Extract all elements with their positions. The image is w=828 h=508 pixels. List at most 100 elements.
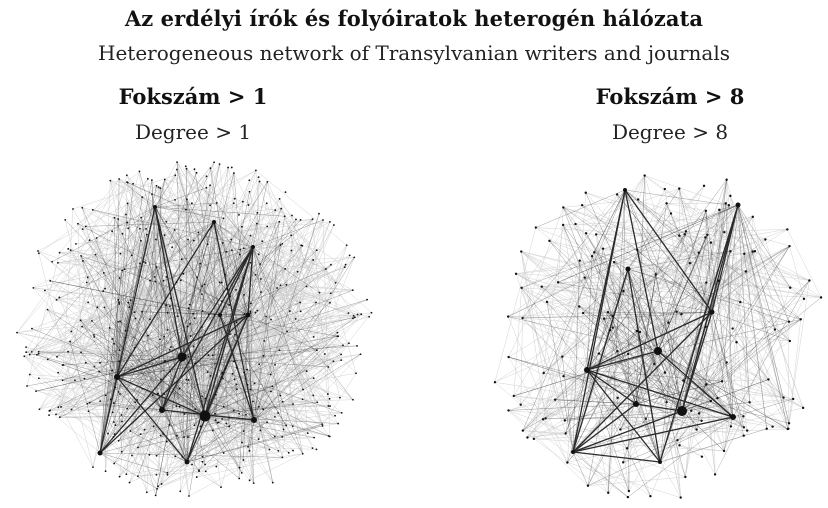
network-edge	[182, 221, 215, 457]
network-node	[520, 250, 523, 253]
network-node	[332, 224, 335, 226]
network-node	[225, 422, 228, 425]
network-edge	[99, 321, 119, 454]
network-edge	[158, 450, 250, 487]
network-edge	[585, 233, 659, 352]
network-node	[224, 367, 227, 370]
network-node	[127, 227, 130, 230]
network-edge	[620, 234, 708, 430]
network-edge	[99, 414, 247, 454]
network-node	[340, 412, 343, 414]
network-node	[269, 373, 272, 376]
network-edge	[216, 202, 245, 249]
network-node	[330, 263, 332, 266]
network-node	[198, 470, 200, 473]
network-node	[28, 373, 31, 376]
network-node	[735, 341, 738, 344]
network-edge	[612, 315, 618, 352]
network-node	[168, 305, 171, 308]
network-edge	[24, 356, 158, 490]
network-edge	[572, 231, 687, 453]
network-edge	[515, 273, 750, 403]
network-edge	[542, 256, 593, 420]
network-edge	[38, 253, 94, 468]
network-edge	[721, 204, 739, 382]
network-node	[622, 461, 625, 464]
network-node	[114, 386, 117, 389]
network-node	[611, 326, 614, 329]
network-node	[155, 473, 158, 476]
network-node	[165, 440, 168, 443]
network-edge	[685, 410, 692, 477]
network-node	[787, 422, 791, 425]
network-node	[124, 329, 127, 332]
network-edge	[131, 455, 158, 490]
network-edge	[223, 406, 275, 437]
network-edge	[129, 430, 244, 483]
network-edge	[69, 341, 116, 388]
network-edge	[521, 251, 741, 303]
network-node	[218, 163, 221, 166]
network-edge	[711, 311, 784, 398]
network-node	[352, 314, 355, 317]
network-node	[84, 361, 87, 364]
network-edge	[89, 239, 317, 351]
network-edge	[213, 221, 274, 483]
network-node	[706, 233, 709, 237]
network-node	[247, 204, 250, 206]
network-edge	[513, 350, 659, 397]
network-edge	[161, 226, 212, 411]
network-node	[148, 453, 151, 456]
network-node	[181, 455, 184, 458]
network-node	[205, 186, 208, 189]
network-edge	[316, 245, 347, 351]
network-node	[99, 400, 102, 403]
network-node	[802, 297, 806, 301]
network-edge	[204, 415, 224, 454]
network-edge	[583, 311, 713, 314]
network-edge	[26, 356, 183, 387]
network-node	[187, 379, 190, 381]
network-edge	[522, 353, 600, 431]
network-node	[83, 377, 86, 380]
network-node	[58, 296, 61, 299]
network-node	[183, 413, 186, 415]
network-edge	[585, 233, 683, 412]
network-edge	[253, 213, 320, 421]
network-edge	[567, 350, 659, 463]
network-node	[540, 285, 543, 288]
network-node	[211, 354, 214, 357]
network-edge	[627, 251, 731, 270]
network-node	[723, 231, 726, 234]
network-edge	[620, 410, 683, 430]
network-node	[305, 370, 308, 373]
network-node	[118, 475, 121, 478]
network-edge	[659, 428, 767, 463]
network-node	[236, 388, 238, 391]
network-edge	[558, 282, 713, 313]
network-edge	[591, 189, 626, 257]
network-node	[207, 354, 210, 357]
network-node	[67, 350, 69, 353]
network-node	[584, 191, 587, 194]
network-edge	[219, 246, 254, 316]
network-node	[93, 365, 96, 368]
network-edge	[77, 171, 140, 224]
network-node	[607, 491, 610, 494]
network-edge	[655, 274, 683, 412]
network-edge	[156, 267, 183, 358]
network-edge	[586, 369, 744, 428]
network-node	[103, 306, 106, 309]
network-node	[739, 300, 742, 304]
network-edge	[59, 235, 251, 253]
network-node	[353, 256, 356, 259]
network-node	[329, 301, 331, 304]
network-edge	[639, 331, 718, 399]
network-edge	[231, 250, 249, 316]
network-node	[81, 228, 84, 231]
network-edge	[67, 269, 125, 352]
network-edge	[563, 207, 810, 281]
network-edge	[191, 203, 344, 346]
network-node	[81, 325, 83, 328]
network-edge	[627, 213, 672, 270]
